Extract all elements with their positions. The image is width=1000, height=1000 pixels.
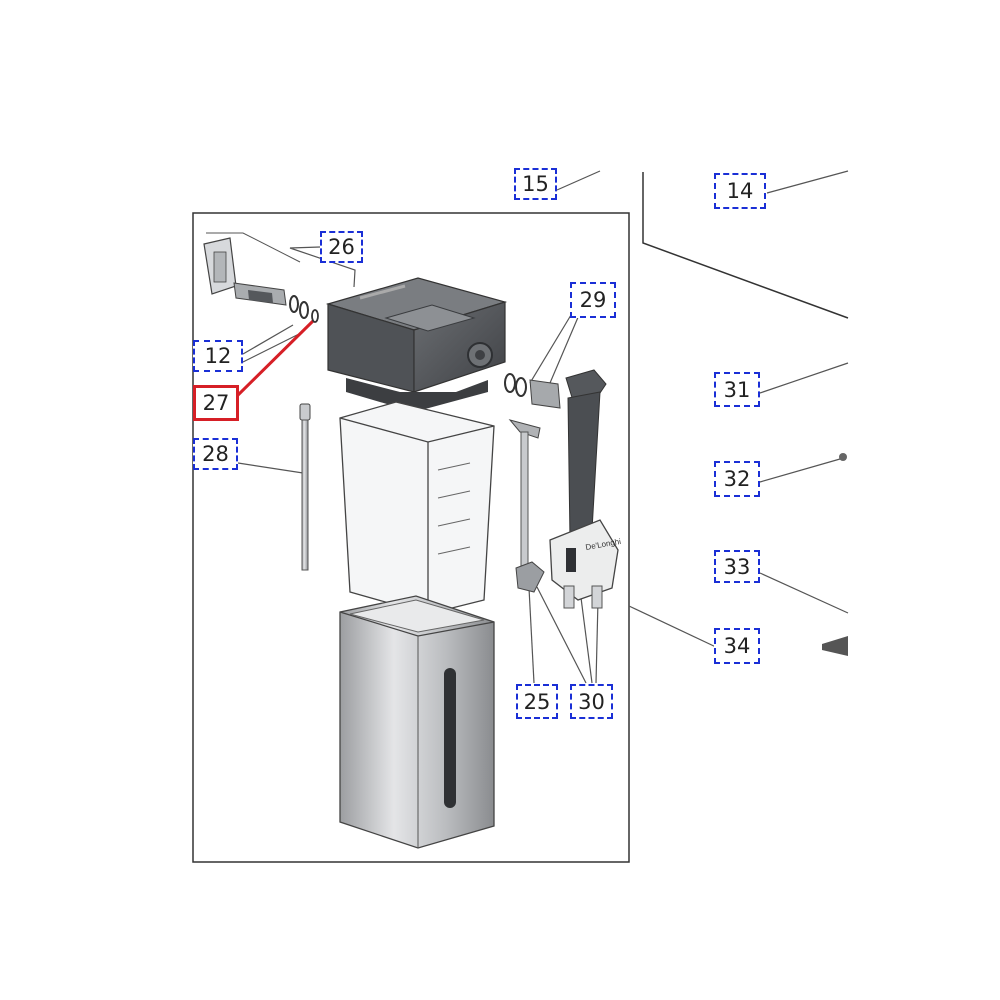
callout-33[interactable]: 33 [714,550,760,583]
machine-base-fragment [822,636,848,656]
part-stainless-container [339,595,495,849]
part-shaft-bracket [203,232,301,306]
part-milk-lid [325,277,508,412]
callout-34[interactable]: 34 [714,628,760,664]
callout-28[interactable]: 28 [193,438,238,470]
part-o-rings-12 [289,295,309,319]
callout-15[interactable]: 15 [514,168,557,200]
callout-25[interactable]: 25 [516,684,558,719]
part-rod [299,403,311,571]
callout-26[interactable]: 26 [320,231,363,263]
selected-leader-line [235,319,315,398]
part-suction-tube [508,419,545,593]
callout-32[interactable]: 32 [714,461,760,497]
callout-27[interactable]: 27 [193,385,239,421]
leader-lines [237,170,849,684]
part-connector-29 [504,373,561,409]
callout-14[interactable]: 14 [714,173,766,209]
subassembly-frame [192,212,630,863]
callout-12[interactable]: 12 [193,340,243,372]
callout-30[interactable]: 30 [570,684,613,719]
machine-body-outline [642,172,849,319]
part-frother-spout: De'Longhi [549,369,622,609]
part-transparent-jug [339,401,495,615]
callout-31[interactable]: 31 [714,372,760,407]
machine-screw-fragment [839,453,847,461]
callout-29[interactable]: 29 [570,282,616,318]
part-o-ring-27 [311,309,319,323]
